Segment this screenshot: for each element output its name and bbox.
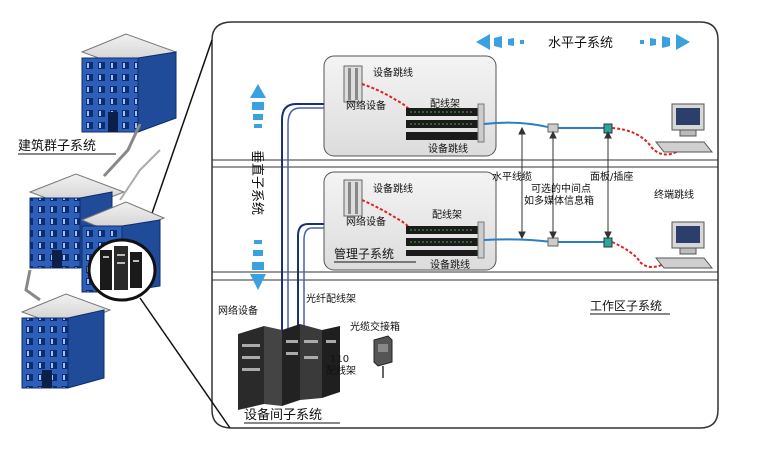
patch-panel-top-icon xyxy=(406,103,485,143)
consolidation-point-top xyxy=(547,123,559,133)
network-device-mid-icon xyxy=(343,179,363,217)
consolidation-point-mid xyxy=(547,237,559,247)
terminal-cord-top xyxy=(611,127,681,156)
network-device-mid-label: 网络设备 xyxy=(346,215,386,228)
panel-110-label-a: 110 xyxy=(330,354,349,365)
campus-cable-1 xyxy=(102,123,142,178)
zoom-circle xyxy=(87,238,157,302)
network-device-bottom-label: 网络设备 xyxy=(218,304,258,317)
terminal-cord-label: 终端跳线 xyxy=(654,188,694,201)
zoom-line-bottom xyxy=(139,297,231,429)
computer-top-icon xyxy=(654,103,714,153)
network-device-top-label: 网络设备 xyxy=(346,99,386,112)
backbone-cable-mid xyxy=(297,223,324,330)
patch-panel-top-label: 配线架 xyxy=(430,97,460,110)
backbone-cable-top xyxy=(281,103,324,330)
admin-subsystem-label: 管理子系统 xyxy=(334,246,394,261)
equipment-racks-icon xyxy=(238,324,340,410)
patch-panel-mid-label: 配线架 xyxy=(432,208,462,221)
fiber-box-label: 光缆交接箱 xyxy=(350,320,400,333)
campus-cable-3 xyxy=(119,149,161,201)
building-group-label: 建筑群子系统 xyxy=(18,138,96,154)
computer-mid-icon xyxy=(654,221,714,269)
patch-cord-mid2-label: 设备跳线 xyxy=(430,258,470,271)
patch-panel-mid-icon xyxy=(406,221,485,259)
optional-midpoint-label: 可选的中间点 xyxy=(531,182,591,195)
horizontal-label: 水平子系统 xyxy=(548,36,613,51)
faceplate-dimension xyxy=(604,130,612,240)
patch-cord-mid-red xyxy=(361,199,411,229)
multimedia-box-label: 如多媒体信息箱 xyxy=(524,194,594,207)
network-device-top-icon xyxy=(343,65,363,103)
patch-cord-top1-label: 设备跳线 xyxy=(373,66,413,79)
panel-110-label-b: 配线架 xyxy=(326,364,356,377)
building-bottom xyxy=(20,293,112,389)
vertical-label: 垂直子系统 xyxy=(249,150,264,215)
faceplate-label: 面板/插座 xyxy=(590,170,633,183)
backbone-cable-mid-2 xyxy=(303,227,324,330)
campus-cable-2 xyxy=(24,269,41,302)
optional-point-dimension xyxy=(549,130,557,240)
fiber-panel-label: 光纤配线架 xyxy=(306,292,356,305)
fiber-box-icon xyxy=(373,335,393,378)
equipment-room-label: 设备间子系统 xyxy=(244,407,322,423)
vertical-arrows-top xyxy=(250,84,266,128)
horizontal-arrows-right xyxy=(640,34,690,50)
telecom-room-top xyxy=(323,55,497,157)
patch-cord-top2-label: 设备跳线 xyxy=(428,142,468,155)
horizontal-cable-dimension xyxy=(518,126,526,240)
backbone-cable-top-2 xyxy=(287,107,324,330)
patch-cord-top-red xyxy=(361,83,411,111)
faceplate-mid xyxy=(603,237,613,248)
horizontal-arrows-left xyxy=(476,34,524,50)
horizontal-cable-label: 水平线缆 xyxy=(492,170,532,183)
work-area-label: 工作区子系统 xyxy=(590,299,662,313)
patch-cord-mid1-label: 设备跳线 xyxy=(373,182,413,195)
terminal-cord-mid xyxy=(611,241,669,268)
vertical-arrows-bottom xyxy=(250,240,266,290)
building-top xyxy=(80,33,178,133)
